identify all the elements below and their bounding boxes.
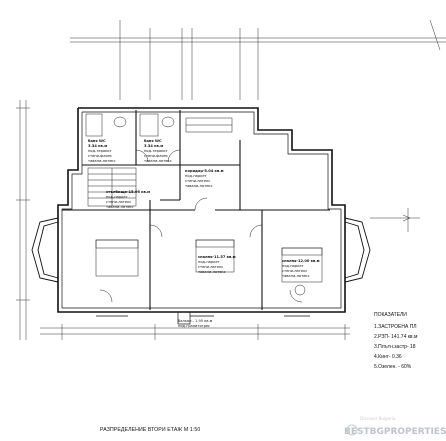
legend-line-5: 5.Озелен. - 60% [374,364,412,370]
legend-line-4: 4.Кинт- 0.36 [374,354,402,360]
top-framing-lines [70,19,446,100]
room-bed1-line-1: под-паркет [198,260,220,264]
room-balcony-line-0: балкон - 1.95 кв.м [178,319,213,323]
door-swings [99,149,303,303]
staircase [87,167,137,207]
room-bed2-line-1: под-паркет [282,264,304,268]
legend-line-2: 2.РЗП- 141.74 кв.м [374,334,418,340]
room-corridor-line-3: тавани-латекс [185,184,213,188]
bottom-windows [96,311,310,317]
room-bath1-line-2: под-теракот [88,149,112,153]
room-stair-line-0: стълбище-15.06 кв.м [106,190,150,194]
room-corridor-line-1: под-паркет [185,174,207,178]
room-label-balcony: балкон - 1.95 кв.м под-гранитогрес [178,319,213,328]
bay-window-left [31,217,59,283]
room-stair-line-1: под-паркет [106,195,128,199]
room-stair-line-2: стени-латекс [106,200,131,204]
room-bath2-line-3: стени-фаянс [144,154,168,158]
legend-line-1: 1.ЗАСТРОЕНА ПЛ [374,324,417,330]
room-corridor-line-0: коридор-5.04 кв.м [185,169,224,173]
watermark: Discover Bulgaria BESTBGPROPERTIES [344,416,446,437]
room-bed1-line-2: стени-латекс [198,265,223,269]
room-label-bed2: спалня-12.00 кв.м под-паркет стени-латек… [282,259,320,278]
room-bath1-line-4: тавани-латекс [88,159,116,163]
room-bed1-line-3: тавани-латекс [198,270,226,274]
dimension-lines-bottom [40,324,350,340]
room-bath2-line-2: под-теракот [144,149,168,153]
room-bath2-line-4: тавани-латекс [144,159,172,163]
drawing-caption: РАЗПРЕДЕЛЕНИЕ ВТОРИ ЕТАЖ М 1:50 [100,427,200,433]
room-corridor-line-2: стени-латекс [185,179,210,183]
room-label-bed1: спалня-11.57 кв.м под-паркет стени-латек… [198,255,236,274]
room-bath2-line-0: баня WC [144,139,162,143]
room-bed1-line-0: спалня-11.57 кв.м [198,255,236,259]
legend-line-3: 3.Плътн.застр- 18 [374,344,416,350]
interior-walls [62,110,330,310]
room-label-bath1: баня WC 3.34 кв.м под-теракот стени-фаян… [88,139,116,163]
exterior-walls-inner [61,111,342,309]
dimension-lines-left [16,100,30,340]
watermark-tagline: Discover Bulgaria [360,416,396,421]
exterior-walls [57,107,346,313]
legend-title: ПОКАЗАТЕЛИ [374,312,407,318]
furniture-beds [95,239,323,296]
room-bed2-line-3: тавани-латекс [282,274,310,278]
room-bed2-line-2: стени-латекс [282,269,307,273]
axis-marker-right [370,208,420,232]
bay-window-right [344,217,371,283]
room-bath2-line-1: 3.34 кв.м [144,144,163,148]
bathroom-fixtures [85,113,233,137]
watermark-logo-icon [346,424,358,436]
room-label-stair: стълбище-15.06 кв.м под-паркет стени-лат… [106,190,150,209]
indicators-legend: ПОКАЗАТЕЛИ 1.ЗАСТРОЕНА ПЛ 2.РЗП- 141.74 … [374,312,418,370]
room-bath1-line-1: 3.34 кв.м [88,144,107,148]
room-bath1-line-3: стени-фаянс [88,154,112,158]
balcony-outline [177,311,191,325]
room-bath1-line-0: баня WC [88,139,106,143]
room-label-bath2: баня WC 3.34 кв.м под-теракот стени-фаян… [144,139,172,163]
room-bed2-line-0: спалня-12.00 кв.м [282,259,320,263]
room-stair-line-3: тавани-латекс [106,205,134,209]
room-balcony-line-1: под-гранитогрес [178,324,210,328]
room-label-corridor: коридор-5.04 кв.м под-паркет стени-латек… [185,169,224,188]
watermark-brand: BESTBGPROPERTIES [344,427,446,437]
